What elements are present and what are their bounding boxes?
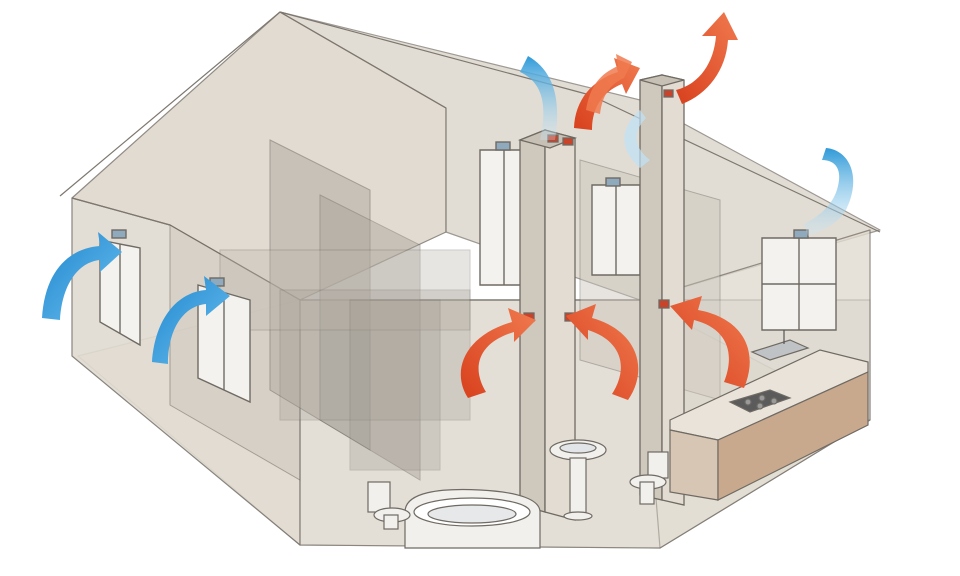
counter-front [669, 429, 719, 501]
exhaust-shaft-1-outlet-arrow-2 [586, 54, 632, 114]
bathtub [404, 488, 541, 549]
exhaust-grille [658, 299, 670, 309]
window-front-middle [197, 277, 251, 404]
kitchen-counter [669, 330, 869, 501]
vent-shaft-2 [639, 74, 685, 506]
air-inlet-valve [605, 177, 621, 187]
partition-3 [319, 194, 421, 481]
partition-5 [279, 289, 471, 421]
exhaust-shaft-2-outlet-arrow [676, 12, 738, 104]
air-inlet-valve [111, 229, 127, 239]
window-front-left [99, 229, 141, 347]
washbasin [549, 439, 607, 521]
air-inlet-valve [793, 229, 809, 239]
exhaust-grille [562, 137, 574, 146]
exhaust-vent-3-arrow [670, 296, 750, 388]
vent-shafts [517, 74, 685, 521]
fresh-air-shaft-stream [624, 110, 650, 168]
bathroom-fixtures [367, 439, 669, 549]
stove [728, 389, 792, 413]
partition-2 [269, 139, 371, 451]
window-kitchen [761, 229, 837, 331]
fresh-air-roof-top-arrow [520, 56, 558, 140]
fresh-air-roof-right-arrow [804, 148, 854, 236]
counter-side [717, 371, 869, 501]
fresh-air-window-left-arrow [42, 232, 122, 320]
windows [99, 141, 837, 404]
window-upper-right [591, 177, 641, 276]
toilet-right [629, 451, 669, 505]
kitchen-sink [750, 330, 810, 361]
fresh-air-window-middle-arrow [152, 276, 230, 364]
partition-6 [349, 299, 441, 471]
toilet-left [367, 481, 411, 530]
exhaust-vent-1-arrow [460, 308, 536, 398]
exhaust-grille [663, 89, 674, 98]
fresh-air-arrows [42, 56, 854, 364]
air-inlet-valve [495, 141, 511, 151]
exhaust-air-arrows [460, 12, 750, 400]
exhaust-vent-2-arrow [566, 304, 639, 400]
